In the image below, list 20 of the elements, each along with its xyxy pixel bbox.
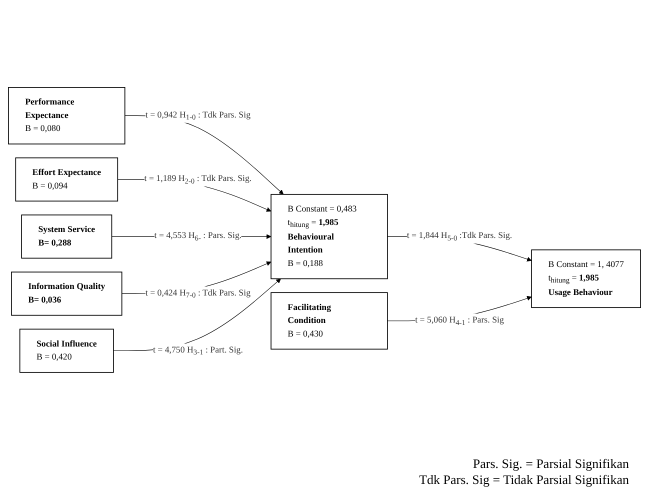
- node-box: [15, 158, 118, 202]
- node-box: [531, 250, 641, 308]
- node-box: [11, 272, 122, 316]
- edge-label: t = 5,060 H$_{4-1}$ : Pars. Sig: [415, 315, 504, 327]
- node-box: [270, 292, 388, 350]
- edge-label: t = 4,553 H$_{6-}$ : Pars. Sig.: [154, 231, 242, 242]
- node-box: [21, 214, 112, 259]
- edge-label: t = 0,942 H$_{1-0}$ : Tdk Pars. Sig: [145, 110, 251, 122]
- note: Pars. Sig. = Parsial Signifikan: [472, 456, 629, 472]
- node-box: [8, 87, 126, 144]
- node-box: [270, 194, 388, 280]
- arrow: [113, 278, 281, 352]
- edge-label: t = 1,844 H$_{5-0}$ :Tdk Pars. Sig.: [406, 231, 512, 242]
- flowchart: t = 0,942 H$_{1-0}$ : Tdk Pars. Sig t = 1,189 H$_{2-0}$ : Tdk Pars. Sig. t = 4,553 H$_{6-}$ : Pars. Sig. t = 0,424 H$_{7-0}$ : Tdk Pars. Sig t = 4,750 H$_{3-1}$ : Part. Sig. t = 1,844 H$_{5-0}$ :Tdk Pars. Sig. t = 5,060 H$_{4-1}$ : Pars. Sig Performance Expectance B = 0,080 Effort Expectance B = 0,094 Social Influence B = 0,420 Facilitating Condition B = 0,430 System Service B= 0,288 Information Quality B= 0,036 B Constant = 0,483 t$_{hitung}$ = 1,985 Behavioural Intention B = 0,188 B Constant = 1, 4077 t$_{hitung}$ = 1,985 Usage Behaviour: [4, 83, 645, 377]
- note: Tdk Pars. Sig = Tidak Parsial Signifikan: [419, 472, 629, 488]
- edge-label: t = 0,424 H$_{7-0}$ : Tdk Pars. Sig: [145, 288, 251, 300]
- edge-label: t = 4,750 H$_{3-1}$ : Part. Sig.: [152, 345, 243, 356]
- arrow: [124, 116, 284, 195]
- edge-label: t = 1,189 H$_{2-0}$ : Tdk Pars. Sig.: [144, 174, 252, 186]
- node-box: [19, 328, 114, 373]
